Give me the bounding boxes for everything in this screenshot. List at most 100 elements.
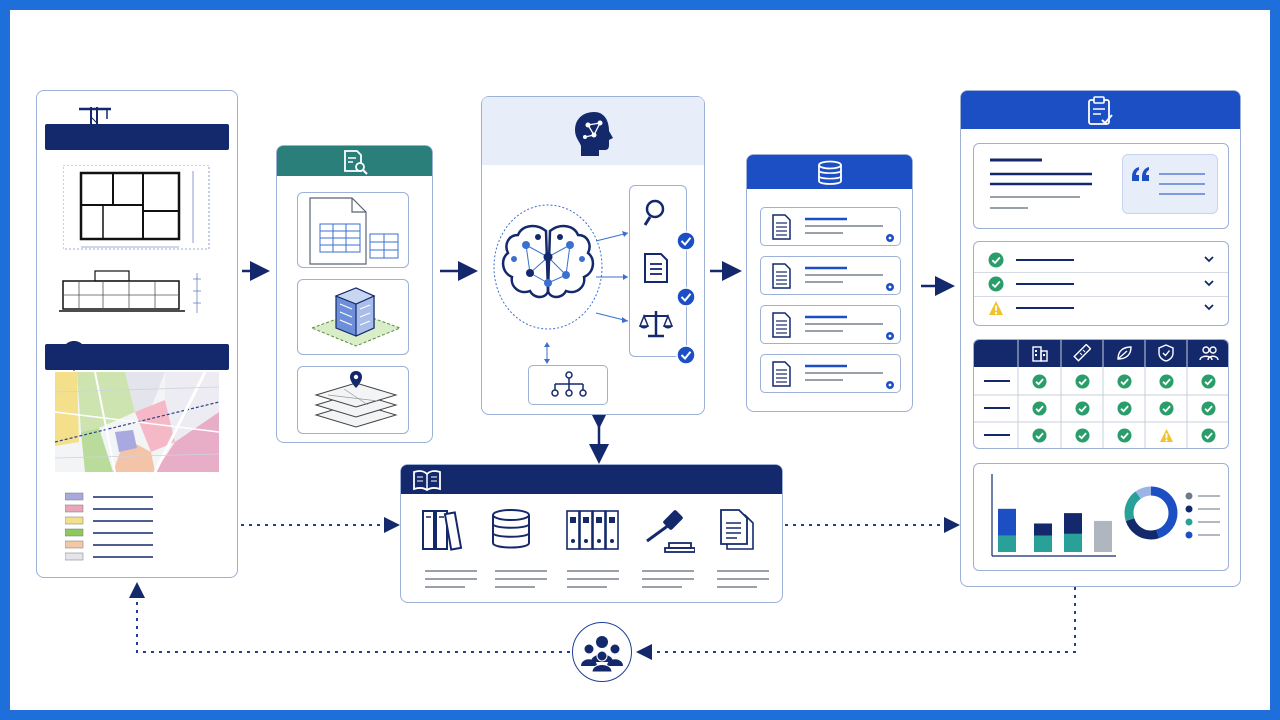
brain-to-hierarchy-arrow bbox=[544, 342, 550, 364]
documents-icon bbox=[720, 509, 754, 550]
checklist-row[interactable] bbox=[974, 296, 1228, 320]
checklist-line bbox=[1016, 259, 1074, 261]
ai-head-icon bbox=[575, 112, 613, 156]
chevron-down-icon[interactable] bbox=[1204, 304, 1214, 312]
check-circle-icon bbox=[1117, 401, 1131, 416]
magnifier-icon bbox=[643, 199, 665, 226]
warning-triangle-icon bbox=[989, 301, 1003, 315]
building-icon bbox=[1032, 346, 1048, 362]
zoning-header-bar bbox=[45, 344, 229, 370]
check-circle-icon bbox=[988, 252, 1004, 268]
compliance-matrix-card bbox=[973, 339, 1229, 449]
check-circle-icon bbox=[1117, 374, 1131, 389]
gavel-icon bbox=[646, 510, 695, 553]
document-icon bbox=[772, 361, 894, 389]
flow-connectors bbox=[129, 261, 1076, 660]
floor-plan-drawing bbox=[63, 165, 210, 250]
dotted-report-to-feedback bbox=[636, 587, 1076, 660]
feedback-node[interactable] bbox=[572, 622, 632, 682]
spreadsheet-card bbox=[297, 192, 409, 268]
donut-slice bbox=[1124, 486, 1178, 540]
chevron-down-icon[interactable] bbox=[1204, 280, 1214, 288]
project-input-panel bbox=[36, 90, 238, 578]
check-circle-icon bbox=[1201, 401, 1215, 416]
elevation-drawing bbox=[59, 270, 201, 313]
check-circle-icon bbox=[1032, 428, 1046, 443]
brain-output-arrows bbox=[595, 231, 629, 323]
donut-legend bbox=[1185, 492, 1220, 539]
file-cabinet-icon bbox=[566, 510, 619, 550]
check-circle-icon bbox=[1159, 374, 1173, 389]
3d-building-model-icon bbox=[310, 287, 402, 347]
compliance-report-panel bbox=[960, 90, 1241, 587]
ruler-icon bbox=[1073, 344, 1091, 362]
check-circle-icon bbox=[1032, 401, 1046, 416]
report-checklist-card bbox=[973, 241, 1229, 326]
check-circle-icon bbox=[1075, 428, 1089, 443]
results-panel bbox=[746, 154, 913, 412]
input-header-bar bbox=[45, 124, 229, 150]
layered-map-icon bbox=[314, 371, 398, 428]
knowledge-captions bbox=[425, 570, 769, 588]
quote-icon bbox=[1132, 167, 1205, 195]
checklist-row[interactable] bbox=[974, 272, 1228, 297]
bar-segment bbox=[1064, 513, 1082, 534]
chevron-down-icon[interactable] bbox=[1204, 256, 1214, 264]
summary-text-lines bbox=[990, 158, 1092, 209]
binders-icon bbox=[422, 510, 463, 551]
check-circle-icon bbox=[1075, 401, 1089, 416]
check-circle-icon bbox=[1201, 428, 1215, 443]
leaf-icon bbox=[1117, 346, 1132, 360]
matrix-header-row bbox=[974, 340, 1228, 367]
result-item[interactable] bbox=[760, 256, 901, 295]
check-circle-icon bbox=[1032, 374, 1046, 389]
brain-network-icon bbox=[493, 204, 603, 330]
spreadsheet-document-icon bbox=[309, 197, 399, 265]
scales-icon bbox=[638, 311, 674, 338]
checklist-row[interactable] bbox=[974, 248, 1228, 273]
bar-segment bbox=[1094, 520, 1112, 552]
report-charts-card bbox=[973, 463, 1229, 571]
donut-slice bbox=[1124, 486, 1178, 540]
check-badge-icon bbox=[676, 345, 696, 365]
document-icon bbox=[772, 312, 894, 340]
knowledge-header bbox=[401, 465, 782, 494]
document-icon bbox=[772, 214, 894, 242]
result-item[interactable] bbox=[760, 354, 901, 393]
matrix-gridlines bbox=[974, 340, 1228, 448]
open-book-icon bbox=[413, 470, 441, 492]
dotted-feedback-to-input bbox=[129, 582, 570, 653]
check-badge-icon bbox=[676, 231, 696, 251]
bar-segment bbox=[1034, 523, 1052, 536]
user-group-icon bbox=[581, 636, 623, 672]
people-icon bbox=[1199, 346, 1219, 361]
check-circle-icon bbox=[1159, 401, 1173, 416]
bar-segment bbox=[998, 508, 1016, 536]
ai-engine-panel bbox=[481, 96, 705, 415]
result-item[interactable] bbox=[760, 305, 901, 344]
check-circle-icon bbox=[1201, 374, 1215, 389]
bar-segment bbox=[998, 535, 1016, 552]
document-search-icon bbox=[344, 150, 368, 175]
report-summary-card bbox=[973, 143, 1229, 229]
knowledge-base-panel bbox=[400, 464, 783, 603]
check-badge-icon bbox=[676, 287, 696, 307]
document-icon bbox=[772, 263, 894, 291]
zoning-legend bbox=[65, 492, 153, 561]
shield-icon bbox=[1158, 344, 1174, 362]
zoning-map bbox=[55, 372, 219, 472]
database-icon bbox=[492, 509, 530, 549]
checklist-line bbox=[1016, 283, 1074, 285]
quote-box bbox=[1122, 154, 1218, 214]
check-circle-icon bbox=[988, 276, 1004, 292]
result-item[interactable] bbox=[760, 207, 901, 246]
layered-map-card bbox=[297, 366, 409, 434]
document-icon bbox=[644, 253, 668, 283]
bar-chart bbox=[991, 474, 1116, 557]
hierarchy-icon bbox=[551, 371, 587, 397]
donut-slice bbox=[1124, 486, 1178, 540]
database-icon bbox=[818, 160, 842, 185]
hierarchy-card bbox=[528, 365, 608, 405]
clipboard-check-icon bbox=[1088, 96, 1113, 125]
warning-triangle-icon bbox=[1159, 429, 1173, 442]
